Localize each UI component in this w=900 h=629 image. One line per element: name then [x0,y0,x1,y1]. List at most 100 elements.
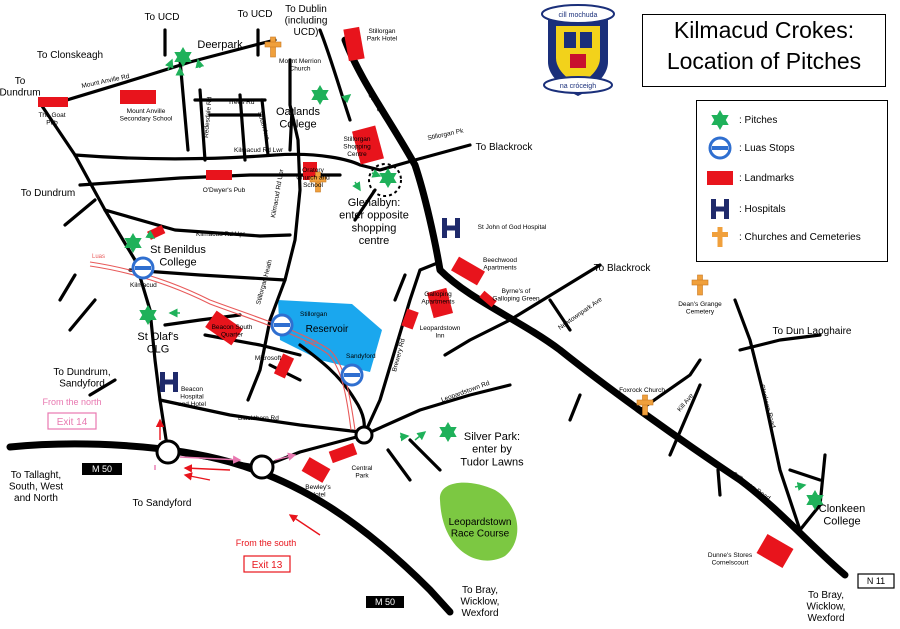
legend-row-pitches: : Pitches [705,109,777,131]
road-stillorgan-road2: Stillorgan Road [731,471,772,502]
roundabout-sandyford [155,439,181,465]
pitch-star-deerpark [174,47,192,67]
dir-to-bray-1: To Bray,Wicklow,Wexford [461,585,500,619]
pitch-star-oatlands [311,85,329,105]
dir-to-dundrum-sandyford: To Dundrum,Sandyford [53,367,110,390]
luas-stop-sandyford [340,363,364,387]
kilmacud-crokes-crest: cill mochuda na cróceigh [541,4,615,96]
road-trees: Trees Rd [228,99,255,106]
crest-top-text: cill mochuda [559,12,598,19]
m50-motorway [6,440,454,616]
landmark-church-school [303,162,317,180]
road-blackthorn: Blackthorn Rd [238,415,279,422]
exit13-box [243,555,291,573]
landmark-beacon-south [205,310,243,346]
dir-to-bray-2: To Bray,Wicklow,Wexford [807,590,846,624]
legend-label-pitches: : Pitches [739,114,778,126]
hospital-h-icon [711,199,729,219]
road-stillorgan-rd: Stillorgan Rd [366,92,393,127]
road-roebuck: Redesdale Rd [203,96,214,138]
glenalbyn-dashed-circle [368,163,402,197]
dir-to-blackrock-2: To Blackrock [594,263,652,274]
exit14-box [47,412,97,430]
road-kilmacud-upr: Kilmacud Rd Upr [196,231,246,238]
legend-label-landmarks: : Landmarks [739,172,795,184]
lm-reservoir: Reservoir [306,324,349,335]
dir-to-sandyford: To Sandyford [133,498,192,509]
legend-row-landmarks: : Landmarks [705,167,794,189]
pitch-label-deerpark: Deerpark [197,39,243,51]
luas-stop-kilmacud [131,256,155,280]
landmark-dunnes [756,533,794,569]
landmark-stillorgan-shopping [352,125,384,165]
road-stillorgan-heath: Stillorgan Heath [255,259,274,306]
svg-text:M 50: M 50 [92,464,112,474]
from-north-label: From the north [42,397,101,407]
exit13-label: Exit 13 [252,560,283,571]
legend-label-luas: : Luas Stops [739,142,795,154]
map-title-line2: Location of Pitches [666,48,862,74]
luas-stop-stillorgan [270,313,294,337]
m50-shield-a: M 50 [82,463,122,475]
luas-stillorgan-label: Stillorgan [300,311,327,318]
map-title-box: Kilmacud Crokes: Location of Pitches [642,14,886,87]
pitch-star-st-benildus [124,233,142,253]
hospital-beacon [160,372,178,392]
landmark-leopardstown-inn [401,308,419,330]
crest-bottom-text: na cróceigh [560,83,596,90]
luas-sandyford-label: Sandyford [346,353,376,360]
luas-line-label-2: Luas [305,340,318,346]
map-title-line1: Kilmacud Crokes: [673,17,855,43]
lm-microsoft: Microsoft [255,355,282,362]
lm-foxrock-church: Foxrock Church [619,387,665,394]
pitch-star-silver-park [439,422,457,442]
reservoir-area [278,300,382,372]
road-south-ave: South Ave [256,111,271,142]
pitch-star-st-olafs [139,305,157,325]
landmark-mount-anville-school [120,90,156,104]
legend-row-luas: : Luas Stops [705,136,795,160]
road-clonkeen: Clonkeen Road [758,384,776,429]
roundabout-central [249,454,275,480]
racecourse-area [439,482,518,561]
church-cross-mount-merrion [264,36,282,58]
landmark-stillorgan-park-hotel [343,26,365,62]
hospital-st-john-of-god [442,218,460,238]
landmark-microsoft [273,353,295,379]
landmark-bynes [479,290,497,308]
legend-label-churches: : Churches and Cemeteries [739,231,861,243]
svg-text:M 50: M 50 [375,597,395,607]
from-south-label: From the south [236,538,297,548]
dir-to-ucd-2: To UCD [237,9,272,20]
dir-to-dun-laoghaire: To Dun Laoghaire [773,326,852,337]
exit14-label: Exit 14 [57,417,88,428]
pitch-star-icon [711,110,729,130]
dir-to-clonskeagh: To Clonskeagh [37,50,103,61]
road-kilmacud-lwr: Kilmacud Rd Lwr [234,147,284,154]
landmark-central-park [328,442,358,464]
svg-text:N 11: N 11 [867,576,885,586]
lm-st-john-of-god: St John of God Hospital [478,224,547,231]
